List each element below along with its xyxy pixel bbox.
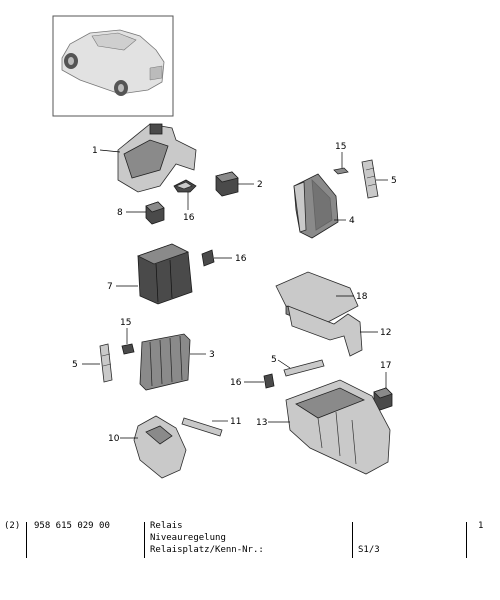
callout-18: 18 <box>356 292 368 302</box>
column-divider <box>352 522 353 558</box>
callout-5b: 5 <box>72 360 78 370</box>
column-divider <box>144 522 145 558</box>
callout-7: 7 <box>107 282 113 292</box>
part-2-relay <box>215 171 239 197</box>
callout-16b: 16 <box>235 254 247 264</box>
callout-5a: 5 <box>391 176 397 186</box>
part-15-fuse-middle <box>121 343 135 355</box>
parts-list-row: (2) 958 615 029 00 Relais Niveauregelung… <box>0 520 500 570</box>
column-divider <box>26 522 27 558</box>
part-16-relay-lower <box>263 373 275 389</box>
part-description: Relais Niveauregelung Relaisplatz/Kenn-N… <box>150 520 264 560</box>
callout-16c: 16 <box>230 378 242 388</box>
part-12-housing <box>287 305 363 357</box>
callout-10: 10 <box>108 434 120 444</box>
callout-3: 3 <box>209 350 215 360</box>
part-1-fuse-carrier-bracket <box>117 123 197 193</box>
part-4-cover <box>293 173 339 239</box>
callout-15b: 15 <box>120 318 131 328</box>
relay-location: S1/3 <box>358 545 380 555</box>
part-5-fuse-strip-middle <box>283 359 325 377</box>
part-13-fuse-box <box>285 379 391 475</box>
part-5-fuse-strip-left <box>99 343 113 383</box>
callout-15a: 15 <box>335 142 346 152</box>
callout-2: 2 <box>257 180 263 190</box>
column-divider <box>466 522 467 558</box>
part-3-fuse-module <box>139 333 191 391</box>
part-15-fuse-top <box>333 167 349 175</box>
callout-4: 4 <box>349 216 355 226</box>
callout-11: 11 <box>230 417 241 427</box>
description-line-3: Relaisplatz/Kenn-Nr.: <box>150 545 264 555</box>
quantity: 1 <box>478 521 484 531</box>
callout-13: 13 <box>256 418 267 428</box>
row-index: (2) <box>4 521 21 531</box>
exploded-parts-diagram: 1 2 16 8 15 5 4 <box>52 15 397 479</box>
callout-8: 8 <box>117 208 123 218</box>
part-7-relay-block <box>136 243 193 305</box>
vehicle-thumbnail <box>52 15 174 117</box>
part-11-bus-bar <box>181 417 223 437</box>
part-5-fuse-strip-right <box>361 159 379 199</box>
description-line-1: Relais <box>150 521 183 531</box>
part-10-bracket <box>133 415 187 479</box>
callout-12: 12 <box>380 328 391 338</box>
part-16-relay-middle <box>201 249 215 267</box>
callout-5c: 5 <box>271 355 277 365</box>
part-number: 958 615 029 00 <box>34 521 110 531</box>
description-line-2: Niveauregelung <box>150 533 226 543</box>
part-8-relay <box>145 201 165 225</box>
callout-16a: 16 <box>183 213 195 223</box>
part-16-relay-top <box>173 179 197 193</box>
callout-1: 1 <box>92 146 98 156</box>
callout-17: 17 <box>380 361 391 371</box>
